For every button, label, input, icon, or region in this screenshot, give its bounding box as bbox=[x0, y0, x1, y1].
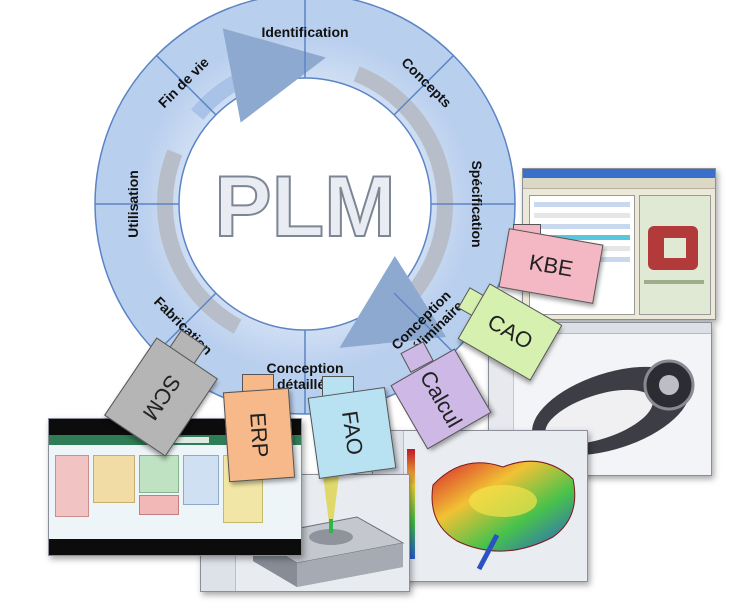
phase-label: Conception bbox=[267, 360, 344, 376]
kbe-label: KBE bbox=[527, 249, 575, 282]
phase-divider bbox=[155, 292, 217, 354]
erp-label: ERP bbox=[245, 411, 274, 459]
flow-arrow-right bbox=[339, 66, 453, 348]
plm-title: PLM bbox=[214, 159, 396, 255]
phase-label-group: Spécification bbox=[469, 160, 485, 247]
flow-arrow-top bbox=[190, 28, 326, 123]
phase-label-group: Identification bbox=[261, 24, 348, 40]
scm-label: SCM bbox=[137, 370, 186, 425]
fao-label: FAO bbox=[337, 409, 368, 457]
stress-analysis-icon bbox=[431, 460, 576, 571]
flow-arrow-left bbox=[157, 149, 242, 334]
calcul-label: Calcul bbox=[415, 366, 468, 432]
phase-label: Utilisation bbox=[125, 170, 141, 238]
fao-tag[interactable]: FAO bbox=[307, 386, 397, 480]
cao-label: CAO bbox=[483, 308, 538, 355]
phase-label: Spécification bbox=[469, 160, 485, 247]
phase-label: Identification bbox=[261, 24, 348, 40]
mechanical-part-icon bbox=[644, 226, 704, 284]
phase-divider bbox=[393, 54, 455, 116]
erp-tag[interactable]: ERP bbox=[222, 387, 296, 483]
phase-divider bbox=[393, 292, 455, 354]
phase-divider bbox=[155, 54, 217, 116]
phase-label: détaillée bbox=[277, 376, 333, 392]
phase-label-group: Utilisation bbox=[125, 170, 141, 238]
